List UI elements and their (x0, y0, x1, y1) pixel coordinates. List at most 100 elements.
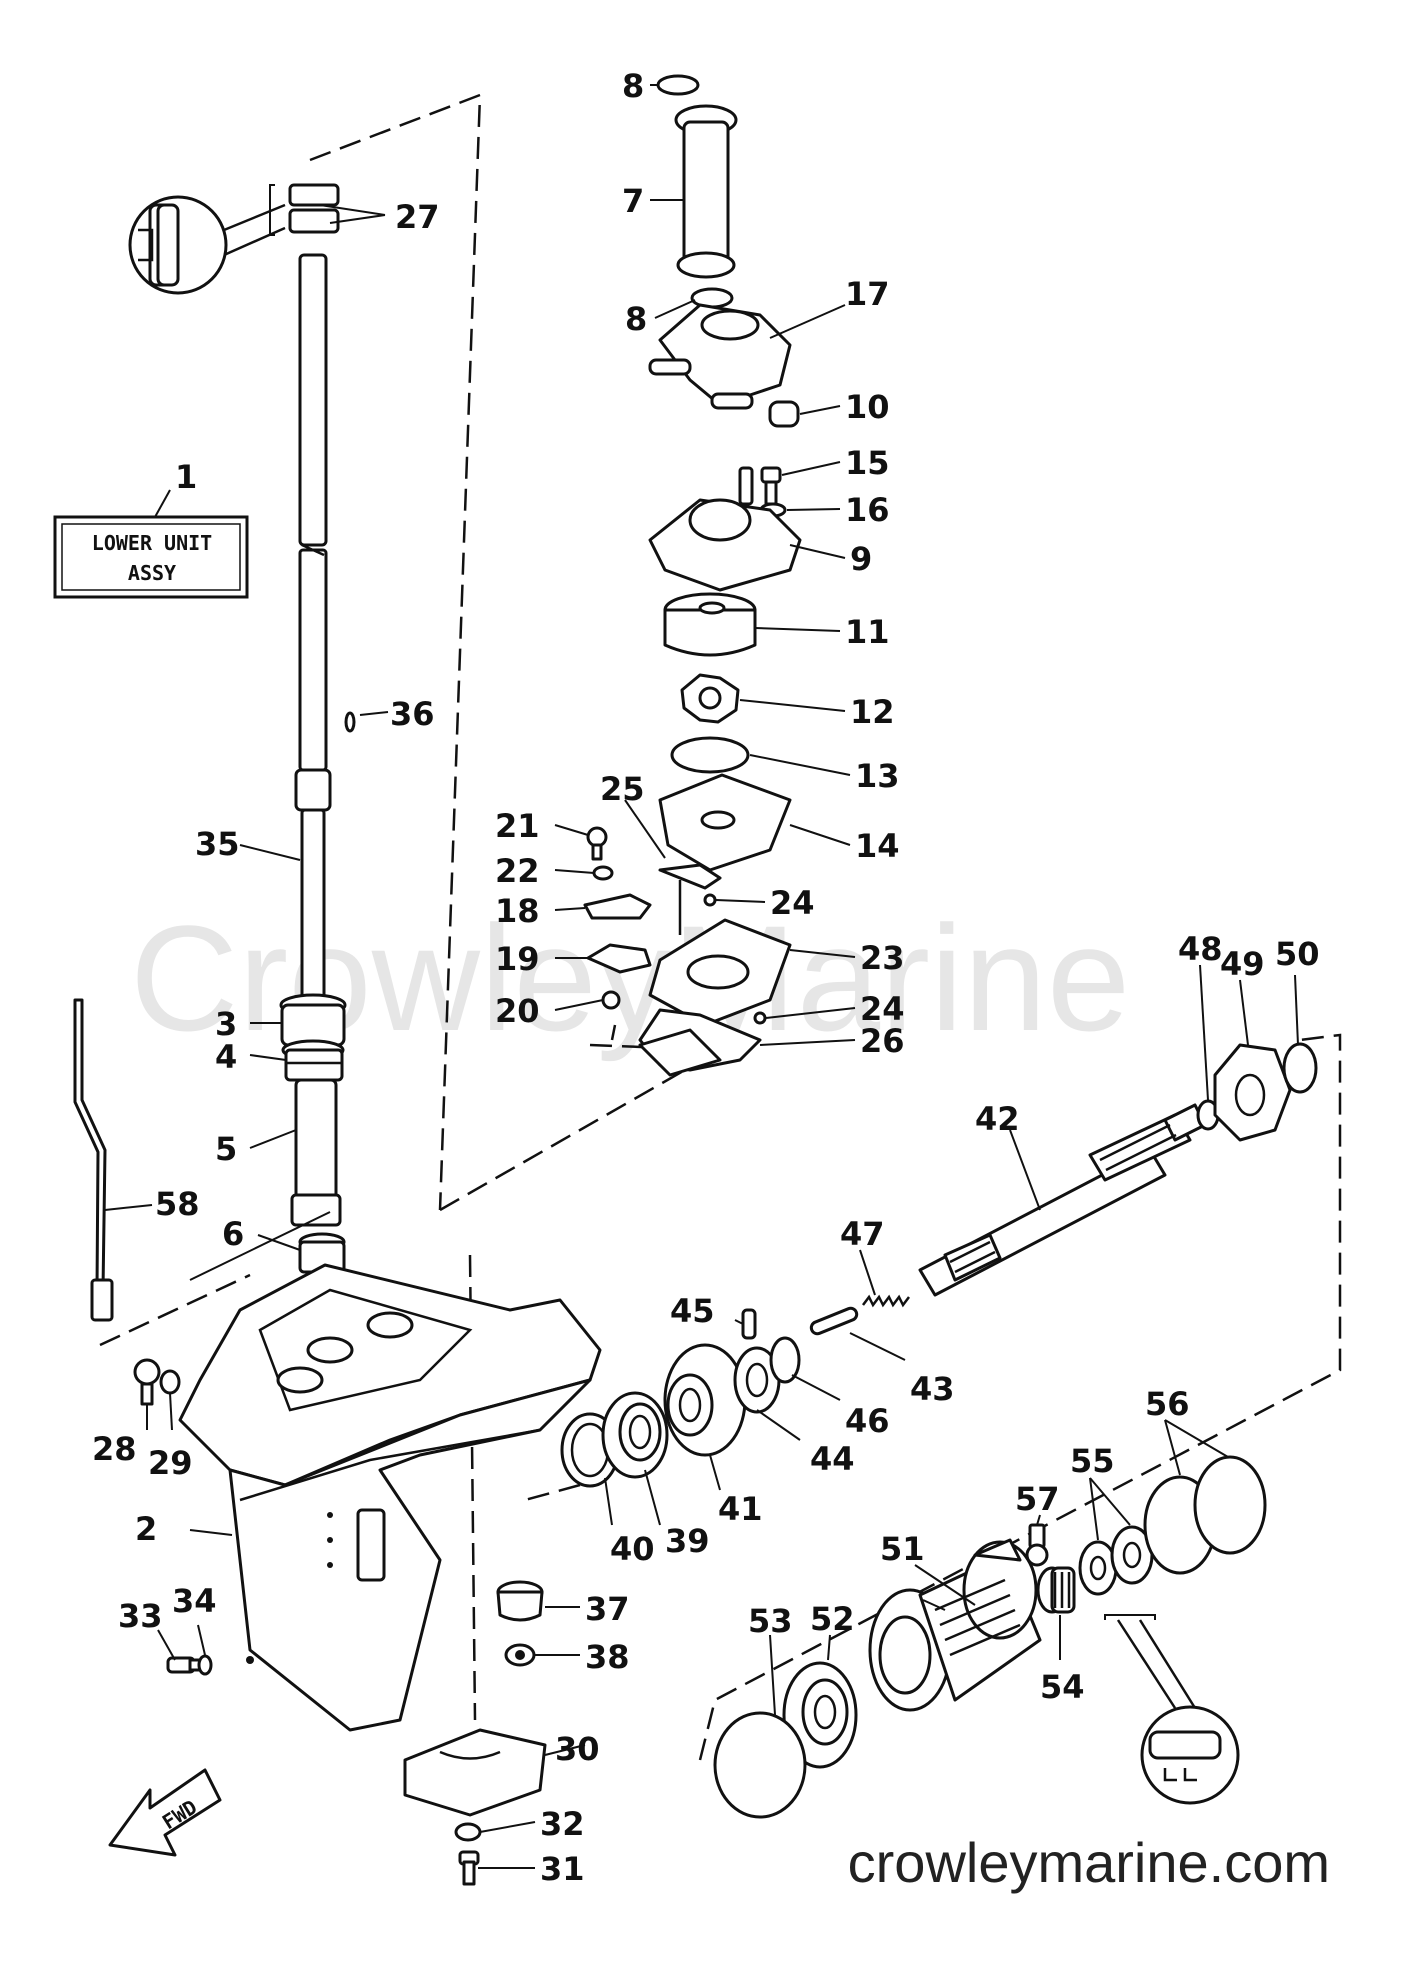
assy-label-line1: LOWER UNIT (92, 531, 212, 555)
callout-8-top: 8 (622, 67, 644, 105)
plunger-43 (809, 1306, 859, 1336)
clip-25 (658, 863, 722, 890)
callout-29: 29 (148, 1444, 193, 1482)
callout-22: 22 (495, 852, 540, 890)
callout-19: 19 (495, 940, 540, 978)
dowel-pin-24b (753, 1011, 767, 1025)
callout-33: 33 (118, 1597, 163, 1635)
bolt-31 (458, 1850, 480, 1886)
callout-20: 20 (495, 992, 540, 1030)
callout-41: 41 (718, 1490, 763, 1528)
sleeve-5-end (290, 1193, 342, 1227)
callout-38: 38 (585, 1638, 630, 1676)
callout-15: 15 (845, 444, 890, 482)
callout-53: 53 (748, 1602, 793, 1640)
nut-38 (504, 1643, 536, 1667)
reverse-gear-49 (1213, 1043, 1292, 1142)
callout-6: 6 (222, 1215, 244, 1253)
spring-ring-46 (769, 1336, 801, 1384)
bearing-52 (782, 1661, 858, 1769)
callout-10: 10 (845, 388, 890, 426)
callout-51: 51 (880, 1530, 925, 1568)
callout-14: 14 (855, 827, 900, 865)
assy-label-line2: ASSY (128, 561, 176, 585)
callout-24-upper: 24 (770, 884, 815, 922)
callout-54: 54 (1040, 1668, 1085, 1706)
oring-56b (1193, 1455, 1267, 1555)
callout-2: 2 (135, 1510, 157, 1548)
callout-9: 9 (850, 540, 872, 578)
bearing-6 (298, 1232, 346, 1274)
pin-45 (741, 1308, 757, 1340)
plate-26 (638, 1008, 762, 1077)
forward-gear-41 (663, 1343, 747, 1457)
callout-52: 52 (810, 1600, 855, 1638)
callout-11: 11 (845, 613, 890, 651)
oring-8-lower (690, 287, 734, 309)
detail-circle-lower (1104, 1614, 1240, 1805)
callout-7: 7 (622, 182, 644, 220)
callout-28: 28 (92, 1430, 137, 1468)
pin-20 (601, 990, 621, 1010)
tube-holder-17 (648, 303, 792, 410)
detail-circle-upper (128, 195, 286, 295)
callout-30: 30 (555, 1730, 600, 1768)
impeller-12 (680, 673, 740, 724)
callout-24-lower: 24 (860, 990, 905, 1028)
oring-53 (713, 1711, 807, 1819)
oring-8-top (656, 74, 700, 96)
callout-21: 21 (495, 807, 540, 845)
dowel-pin-24a (703, 893, 717, 907)
drive-shaft-35 (294, 253, 332, 1002)
washer-22 (592, 865, 614, 881)
drive-shaft-group (128, 183, 356, 1274)
callout-16: 16 (845, 491, 890, 529)
callout-57: 57 (1015, 1480, 1060, 1518)
water-pump-group (583, 74, 802, 1077)
oil-seals-55 (1078, 1525, 1154, 1596)
callout-12: 12 (850, 693, 895, 731)
callout-23: 23 (860, 939, 905, 977)
pinion-gear-37 (496, 1580, 544, 1622)
plug-33 (166, 1656, 204, 1674)
washer-29 (159, 1369, 181, 1395)
callout-40: 40 (610, 1530, 655, 1568)
spring-47 (862, 1294, 910, 1308)
propeller-shaft-42 (918, 1103, 1207, 1297)
bearing-39 (601, 1391, 669, 1479)
callout-58: 58 (155, 1185, 200, 1223)
callout-18: 18 (495, 892, 540, 930)
screw-21 (586, 826, 608, 861)
needle-bearing-54 (1036, 1566, 1076, 1614)
pin-36 (344, 711, 356, 733)
callout-26: 26 (860, 1022, 905, 1060)
callout-32: 32 (540, 1805, 585, 1843)
callout-37: 37 (585, 1590, 630, 1628)
propeller-shaft-housing-51 (868, 1538, 1042, 1712)
gasket-23 (648, 918, 792, 1027)
gasket-34 (197, 1654, 213, 1676)
screw-28 (133, 1358, 161, 1406)
callout-3: 3 (215, 1005, 237, 1043)
callout-55: 55 (1070, 1442, 1115, 1480)
callout-43: 43 (910, 1370, 955, 1408)
callout-44: 44 (810, 1440, 855, 1478)
callout-35: 35 (195, 825, 240, 863)
callout-25: 25 (600, 770, 645, 808)
fwd-arrow: FWD (108, 1768, 222, 1857)
callout-4: 4 (215, 1038, 237, 1076)
callout-42: 42 (975, 1100, 1020, 1138)
screw-57 (1025, 1523, 1049, 1567)
callout-36: 36 (390, 695, 435, 733)
grommet-10 (768, 400, 800, 428)
callout-46: 46 (845, 1402, 890, 1440)
callout-45: 45 (670, 1292, 715, 1330)
bush-27 (269, 183, 340, 236)
callout-47: 47 (840, 1215, 885, 1253)
link-18 (583, 893, 652, 920)
shift-rod-58 (73, 998, 114, 1322)
pump-housing-9 (648, 466, 802, 592)
gasket-13 (670, 736, 750, 774)
callout-8-lower: 8 (625, 300, 647, 338)
callout-17: 17 (845, 275, 890, 313)
